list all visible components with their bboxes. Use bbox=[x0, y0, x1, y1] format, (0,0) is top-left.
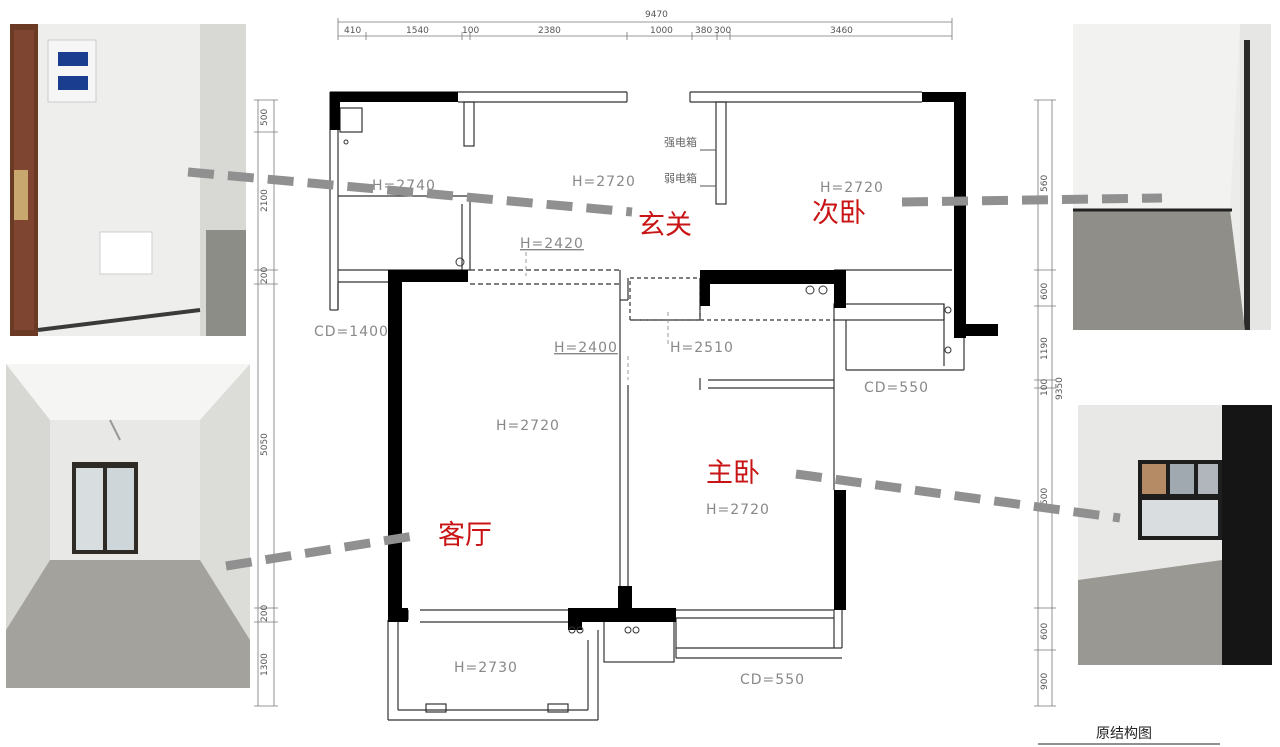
room-label-master: 主卧 bbox=[706, 458, 760, 489]
room-label-entry: 玄关 bbox=[638, 210, 692, 241]
dim-overall-height: 9350 bbox=[1055, 377, 1065, 400]
dim-right-2: 600 bbox=[1040, 283, 1050, 300]
dim-right-4: 100 bbox=[1040, 379, 1050, 396]
dim-top-4: 2380 bbox=[538, 26, 561, 36]
room-label-bedroom2: 次卧 bbox=[812, 198, 866, 229]
fixtures bbox=[343, 139, 952, 634]
label-weak-box: 弱电箱 bbox=[664, 171, 697, 185]
dim-left-6: 1300 bbox=[260, 653, 270, 676]
photo-entrance bbox=[10, 24, 246, 336]
dim-top-6: 380 bbox=[695, 26, 712, 36]
dim-top-1: 410 bbox=[344, 26, 361, 36]
dim-left-2: 2100 bbox=[260, 189, 270, 212]
height-living-top: H=2400 bbox=[554, 340, 618, 356]
dim-top-7: 300 bbox=[714, 26, 731, 36]
dim-top-2: 1540 bbox=[406, 26, 429, 36]
height-corridor: H=2420 bbox=[520, 236, 584, 252]
dim-right-3: 1190 bbox=[1040, 337, 1050, 360]
caption: 原结构图 bbox=[1096, 726, 1152, 742]
dim-overall-width: 9470 bbox=[645, 10, 668, 20]
thick-walls bbox=[330, 92, 998, 630]
box-arrows bbox=[700, 149, 716, 187]
dim-top-8: 3460 bbox=[830, 26, 853, 36]
photo-master-bedroom bbox=[1078, 405, 1272, 665]
photo-second-bedroom bbox=[1073, 24, 1271, 330]
cd-right: CD=550 bbox=[864, 380, 929, 396]
dim-top-5: 1000 bbox=[650, 26, 673, 36]
ceiling-dashes bbox=[525, 252, 669, 380]
label-strong-box: 强电箱 bbox=[664, 135, 697, 149]
room-label-living: 客厅 bbox=[438, 520, 492, 551]
cd-left: CD=1400 bbox=[314, 324, 389, 340]
photo-living-room bbox=[6, 364, 250, 688]
dim-left-3: 200 bbox=[260, 267, 270, 284]
dimension-lines bbox=[254, 18, 1056, 707]
dim-right-1: 560 bbox=[1040, 175, 1050, 192]
height-bedroom2: H=2720 bbox=[820, 180, 884, 196]
dim-left-4: 5050 bbox=[260, 433, 270, 456]
height-bath: H=2510 bbox=[670, 340, 734, 356]
dim-top-3: 100 bbox=[462, 26, 479, 36]
photo-connectors bbox=[187, 167, 1163, 571]
cd-bottom: CD=550 bbox=[740, 672, 805, 688]
height-master: H=2720 bbox=[706, 502, 770, 518]
dim-right-6: 600 bbox=[1040, 623, 1050, 640]
dim-left-5: 200 bbox=[260, 605, 270, 622]
dim-left-1: 500 bbox=[260, 109, 270, 126]
dim-right-7: 900 bbox=[1040, 673, 1050, 690]
dim-right-5: 500 bbox=[1040, 488, 1050, 505]
height-living: H=2720 bbox=[496, 418, 560, 434]
height-entry: H=2720 bbox=[572, 174, 636, 190]
height-balcony: H=2730 bbox=[454, 660, 518, 676]
